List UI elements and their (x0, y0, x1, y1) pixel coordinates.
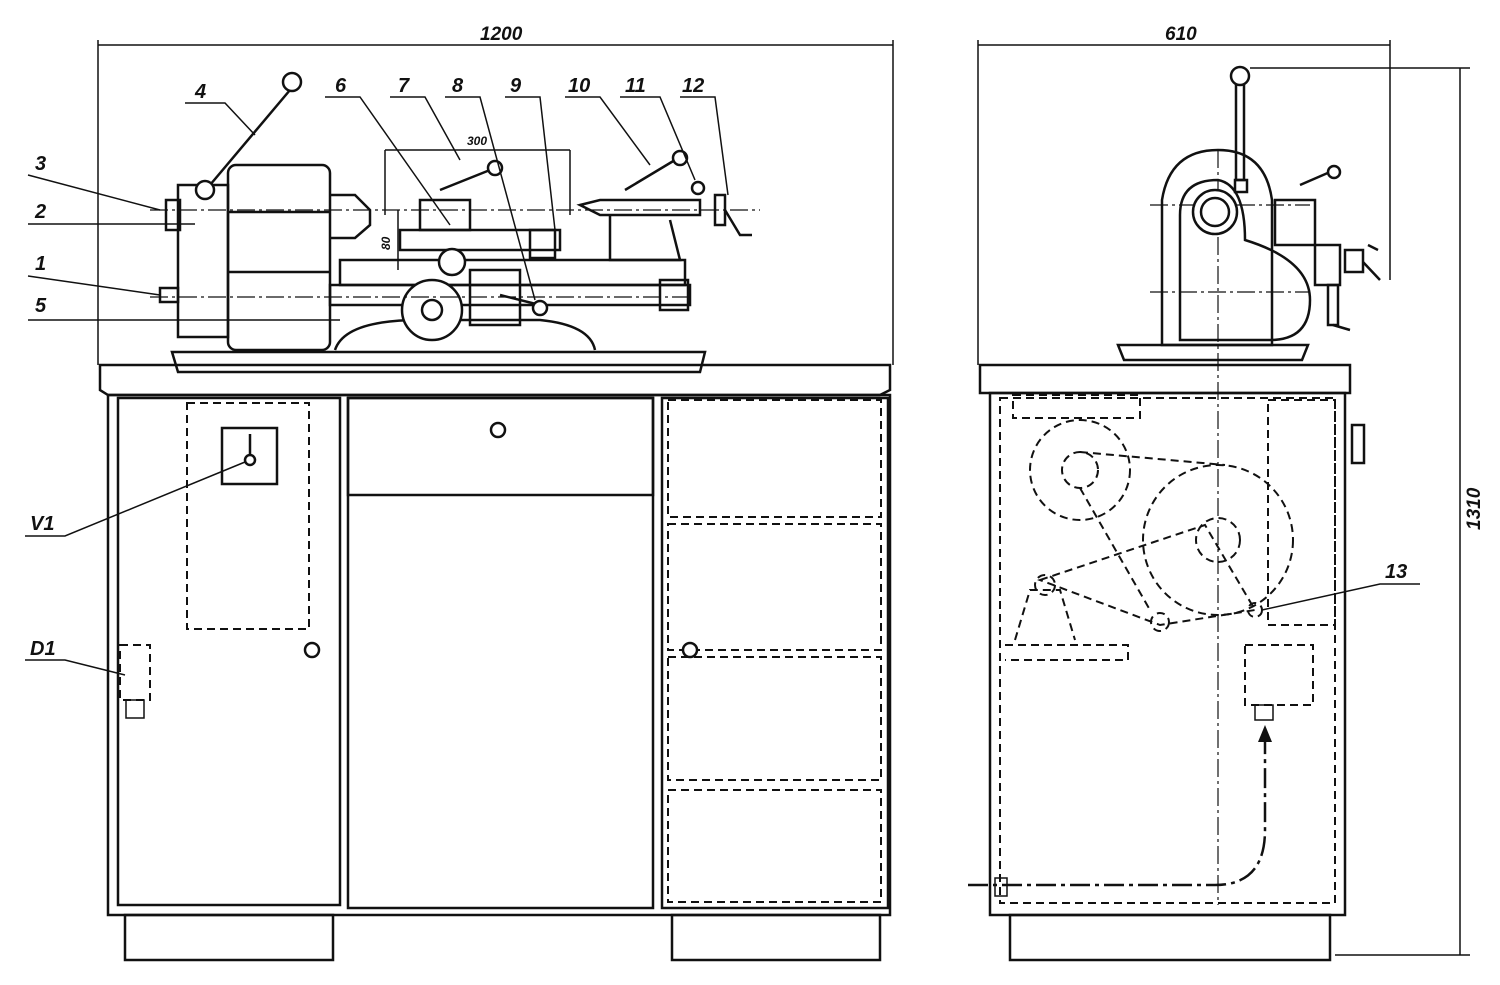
svg-text:610: 610 (1165, 24, 1197, 45)
svg-text:10: 10 (568, 75, 590, 97)
svg-text:11: 11 (625, 75, 646, 97)
svg-text:1: 1 (35, 253, 46, 275)
lathe-side (1116, 65, 1381, 362)
dimension-610: 610 (977, 24, 1391, 365)
part-labels: 4 3 2 1 5 6 7 8 9 10 11 12 V1 D1 (25, 75, 729, 676)
svg-text:300: 300 (467, 134, 487, 148)
svg-text:8: 8 (452, 75, 464, 97)
svg-text:D1: D1 (30, 638, 56, 660)
dimension-1200: 1200 (97, 24, 894, 365)
label-13: 13 (1261, 561, 1420, 611)
svg-text:4: 4 (194, 81, 206, 103)
lathe-front: 300 80 (150, 71, 760, 374)
svg-text:5: 5 (35, 295, 47, 317)
front-cabinet (98, 363, 892, 962)
dimension-1310: 1310 (1250, 67, 1485, 956)
svg-text:12: 12 (682, 75, 704, 97)
svg-text:1310: 1310 (1464, 487, 1485, 530)
svg-text:80: 80 (379, 236, 393, 250)
svg-text:V1: V1 (30, 513, 54, 535)
svg-text:9: 9 (510, 75, 522, 97)
side-cabinet (968, 150, 1366, 962)
svg-text:1200: 1200 (480, 24, 523, 45)
svg-text:7: 7 (398, 75, 410, 97)
svg-text:13: 13 (1385, 561, 1407, 583)
svg-text:6: 6 (335, 75, 347, 97)
svg-text:2: 2 (34, 201, 46, 223)
svg-text:3: 3 (35, 153, 46, 175)
